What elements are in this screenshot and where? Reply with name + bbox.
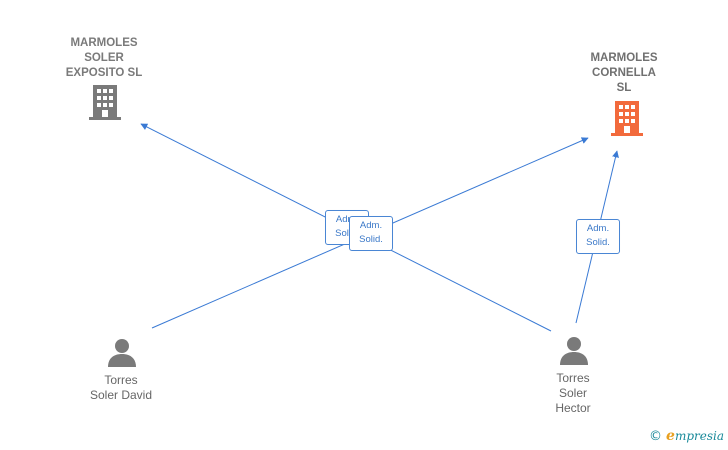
person-icon[interactable]	[559, 336, 589, 366]
brand-name: mpresia	[674, 429, 724, 443]
company-name-soler-exposito[interactable]: MARMOLES SOLER EXPOSITO SL	[65, 37, 143, 79]
copyright-symbol: ©	[649, 429, 663, 444]
relation-role: Adm.	[359, 220, 383, 231]
relation-role-detail: Solid.	[335, 228, 359, 239]
company-name-cornella[interactable]: MARMOLES CORNELLA SL	[590, 52, 658, 94]
person-icon[interactable]	[107, 338, 137, 368]
relation-badge[interactable]: Adm. Solid.	[349, 216, 393, 251]
relation-badge[interactable]: Adm. Solid.	[576, 219, 620, 254]
person-name-david[interactable]: Torres Soler David	[89, 373, 153, 402]
person-name-hector[interactable]: Torres Soler Hector	[555, 371, 591, 415]
relation-role-detail: Solid.	[586, 237, 610, 248]
empresia-watermark: ©empresia	[649, 428, 724, 444]
relation-role-detail: Solid.	[359, 234, 383, 245]
relation-role: Adm.	[586, 223, 610, 234]
building-icon-highlighted[interactable]	[611, 101, 643, 136]
relation-role: Adm.	[335, 214, 359, 225]
brand-initial: e	[666, 428, 675, 444]
building-icon[interactable]	[89, 85, 121, 120]
